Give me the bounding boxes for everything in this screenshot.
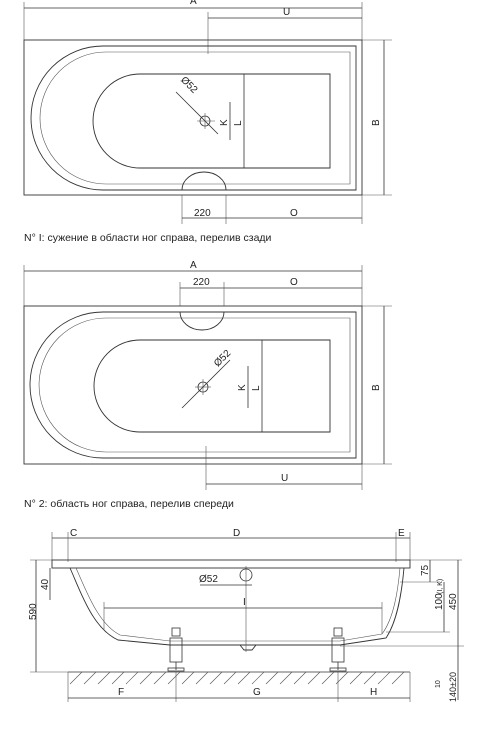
dim-h-label: H <box>370 687 377 698</box>
side-view: C D E Ø52 I <box>28 528 464 702</box>
dim-u-label: U <box>281 473 288 484</box>
support-foot-right <box>329 627 347 672</box>
caption-plan-2: N° 2: область ног справа, перелив сперед… <box>24 498 234 510</box>
overflow-recess <box>181 171 227 191</box>
dim-b-label: B <box>371 119 382 126</box>
dim-l-label: L <box>251 385 262 391</box>
tub-outline-outer <box>23 305 363 465</box>
tub-basin <box>93 339 331 433</box>
dim-o-label: O <box>290 208 298 219</box>
dim-220-label: 220 <box>194 208 211 219</box>
drain-diameter-label: Ø52 <box>199 574 218 585</box>
overflow-recess <box>179 311 225 331</box>
dim-a-label: A <box>190 0 197 7</box>
caption-plan-1: N° I: сужение в области ног справа, пере… <box>24 232 272 244</box>
tub-rim <box>29 311 357 459</box>
dim-10-label: 10 <box>435 680 442 688</box>
dim-40-label: 40 <box>40 578 51 590</box>
dim-b-label: B <box>371 384 382 391</box>
dim-c-label: C <box>70 528 77 539</box>
dim-140-label: 140±20 <box>448 672 458 702</box>
dim-g-label: G <box>253 687 261 698</box>
plan-view-2: A 220 O Ø52 K L B U <box>23 260 392 490</box>
drain-diameter-label: Ø52 <box>178 75 199 96</box>
support-foot-left <box>167 627 185 672</box>
plan-view-1: A U Ø52 K L B 220 O <box>23 0 392 224</box>
dim-o-label: O <box>290 277 298 288</box>
dim-u-label: U <box>283 7 290 18</box>
dim-75-label: 75 <box>420 564 431 576</box>
floor-hatching <box>69 671 405 685</box>
tub-outline-outer <box>23 39 363 196</box>
dim-590-label: 590 <box>28 603 39 620</box>
dim-k-label: K <box>237 384 248 391</box>
dim-a-label: A <box>190 260 197 271</box>
tub-body-side <box>69 567 405 646</box>
dim-l-label: L <box>233 120 244 126</box>
dim-100-label: 100 <box>434 593 445 610</box>
dim-220-label: 220 <box>193 277 210 288</box>
drain-diameter-label: Ø52 <box>212 348 233 369</box>
tub-rim <box>30 45 357 191</box>
dim-450-label: 450 <box>448 593 459 610</box>
dim-f-label: F <box>118 687 124 698</box>
dim-d-label: D <box>233 528 240 539</box>
dim-i-label: I <box>243 597 246 608</box>
dim-100-note: (I, K) <box>437 579 444 594</box>
tub-rim-side <box>51 559 411 569</box>
tub-basin <box>92 73 331 169</box>
dim-k-label: K <box>219 119 230 126</box>
dim-e-label: E <box>398 528 405 539</box>
